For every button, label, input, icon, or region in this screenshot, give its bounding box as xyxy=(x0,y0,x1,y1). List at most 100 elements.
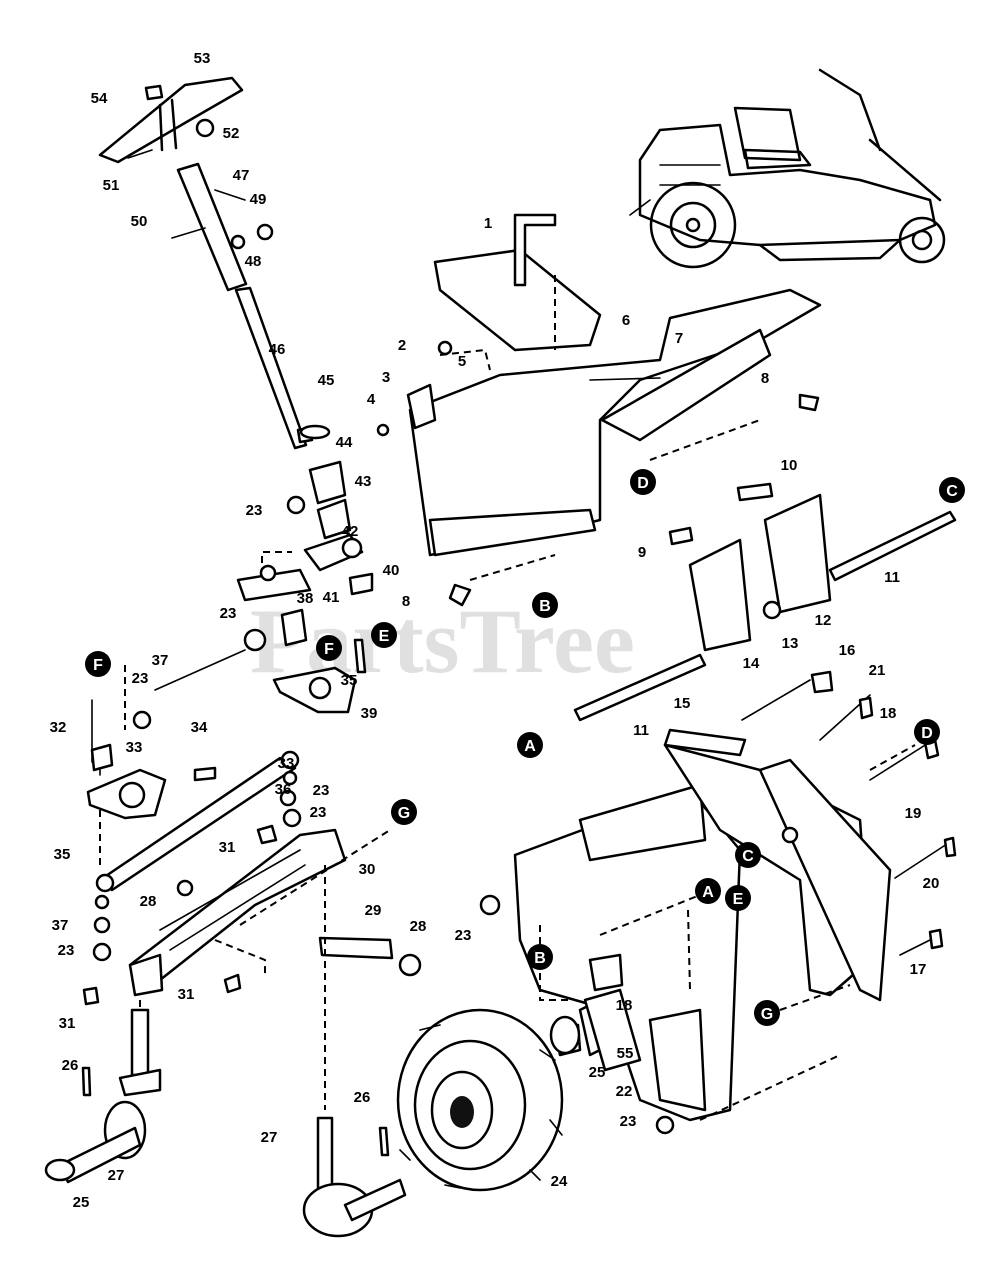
part-number-label: 42 xyxy=(342,523,359,540)
part-number-layer: 1234567889101111121314151617181819202122… xyxy=(50,50,940,1211)
part-number-label: 35 xyxy=(54,846,71,863)
part-number-label: 47 xyxy=(233,167,250,184)
callout-letter: A xyxy=(524,738,536,755)
part-number-label: 24 xyxy=(551,1173,568,1190)
callout-badge: C xyxy=(735,842,761,868)
part-number-label: 21 xyxy=(869,662,886,679)
part-number-label: 31 xyxy=(178,986,195,1003)
part-number-label: 44 xyxy=(336,434,353,451)
callout-badge: A xyxy=(517,732,543,758)
part-number-label: 41 xyxy=(323,589,340,606)
part-number-label: 16 xyxy=(839,642,856,659)
part-number-label: 43 xyxy=(355,473,372,490)
part-number-label: 8 xyxy=(402,593,410,610)
part-number-label: 36 xyxy=(275,781,292,798)
part-number-label: 20 xyxy=(923,875,940,892)
part-number-label: 46 xyxy=(269,341,286,358)
callout-letter: F xyxy=(93,657,103,674)
part-number-label: 23 xyxy=(455,927,472,944)
callout-badge: B xyxy=(532,592,558,618)
callout-circle xyxy=(695,878,721,904)
callout-badge: F xyxy=(316,635,342,661)
callout-badge: B xyxy=(527,944,553,970)
part-number-label: 23 xyxy=(246,502,263,519)
callout-circle xyxy=(316,635,342,661)
part-number-label: 12 xyxy=(815,612,832,629)
part-number-label: 35 xyxy=(341,672,358,689)
part-number-label: 19 xyxy=(905,805,922,822)
part-number-label: 7 xyxy=(675,330,683,347)
callout-circle xyxy=(517,732,543,758)
main-frame-plate xyxy=(479,670,957,1135)
part-number-label: 45 xyxy=(318,372,335,389)
part-number-label: 29 xyxy=(365,902,382,919)
part-number-label: 33 xyxy=(126,739,143,756)
part-number-label: 25 xyxy=(589,1064,606,1081)
callout-circle xyxy=(754,1000,780,1026)
part-number-label: 38 xyxy=(297,590,314,607)
part-number-label: 13 xyxy=(782,635,799,652)
part-number-label: 52 xyxy=(223,125,240,142)
part-number-label: 53 xyxy=(194,50,211,67)
part-number-label: 48 xyxy=(245,253,262,270)
callout-layer: A A B B C C D D E E F F G G xyxy=(85,469,965,1026)
part-number-label: 17 xyxy=(910,961,927,978)
part-number-label: 14 xyxy=(743,655,760,672)
callout-letter: D xyxy=(921,725,933,742)
part-number-label: 28 xyxy=(140,893,157,910)
callout-circle xyxy=(914,719,940,745)
callout-circle xyxy=(532,592,558,618)
front-axle-assembly xyxy=(44,824,422,1238)
part-number-label: 37 xyxy=(152,652,169,669)
part-number-label: 8 xyxy=(761,370,769,387)
callout-letter: B xyxy=(539,598,551,615)
part-number-label: 26 xyxy=(354,1089,371,1106)
callout-badge: F xyxy=(85,651,111,677)
front-wheel xyxy=(396,993,622,1192)
callout-badge: E xyxy=(725,885,751,911)
part-number-label: 22 xyxy=(616,1083,633,1100)
callout-letter: C xyxy=(742,848,754,865)
part-number-label: 23 xyxy=(310,804,327,821)
callout-badge: G xyxy=(391,799,417,825)
part-number-label: 27 xyxy=(261,1129,278,1146)
callout-letter: C xyxy=(946,483,958,500)
part-number-label: 18 xyxy=(880,705,897,722)
part-number-label: 37 xyxy=(52,917,69,934)
part-number-label: 26 xyxy=(62,1057,79,1074)
part-number-label: 23 xyxy=(313,782,330,799)
part-number-label: 31 xyxy=(59,1015,76,1032)
callout-letter: G xyxy=(761,1006,773,1023)
callout-circle xyxy=(939,477,965,503)
part-number-label: 23 xyxy=(132,670,149,687)
callout-badge: G xyxy=(754,1000,780,1026)
callout-badge: D xyxy=(630,469,656,495)
part-number-label: 51 xyxy=(103,177,120,194)
part-number-label: 28 xyxy=(410,918,427,935)
callout-badge: D xyxy=(914,719,940,745)
part-number-label: 23 xyxy=(58,942,75,959)
steering-assembly xyxy=(86,76,374,962)
callout-letter: E xyxy=(379,628,390,645)
brackets xyxy=(573,482,957,722)
callout-circle xyxy=(725,885,751,911)
part-number-label: 34 xyxy=(191,719,208,736)
part-number-label: 11 xyxy=(633,722,649,739)
callout-letter: A xyxy=(702,884,714,901)
part-number-label: 4 xyxy=(367,391,376,408)
part-number-label: 3 xyxy=(382,369,390,386)
part-number-label: 32 xyxy=(50,719,67,736)
part-number-label: 23 xyxy=(620,1113,637,1130)
callout-circle xyxy=(371,622,397,648)
callout-letter: G xyxy=(398,805,410,822)
part-number-label: 1 xyxy=(484,215,492,232)
part-number-label: 2 xyxy=(398,337,406,354)
part-number-label: 5 xyxy=(458,353,466,370)
callout-letter: D xyxy=(637,475,649,492)
part-number-label: 10 xyxy=(781,457,798,474)
callout-circle xyxy=(391,799,417,825)
callout-badge: A xyxy=(695,878,721,904)
part-number-label: 54 xyxy=(91,90,108,107)
